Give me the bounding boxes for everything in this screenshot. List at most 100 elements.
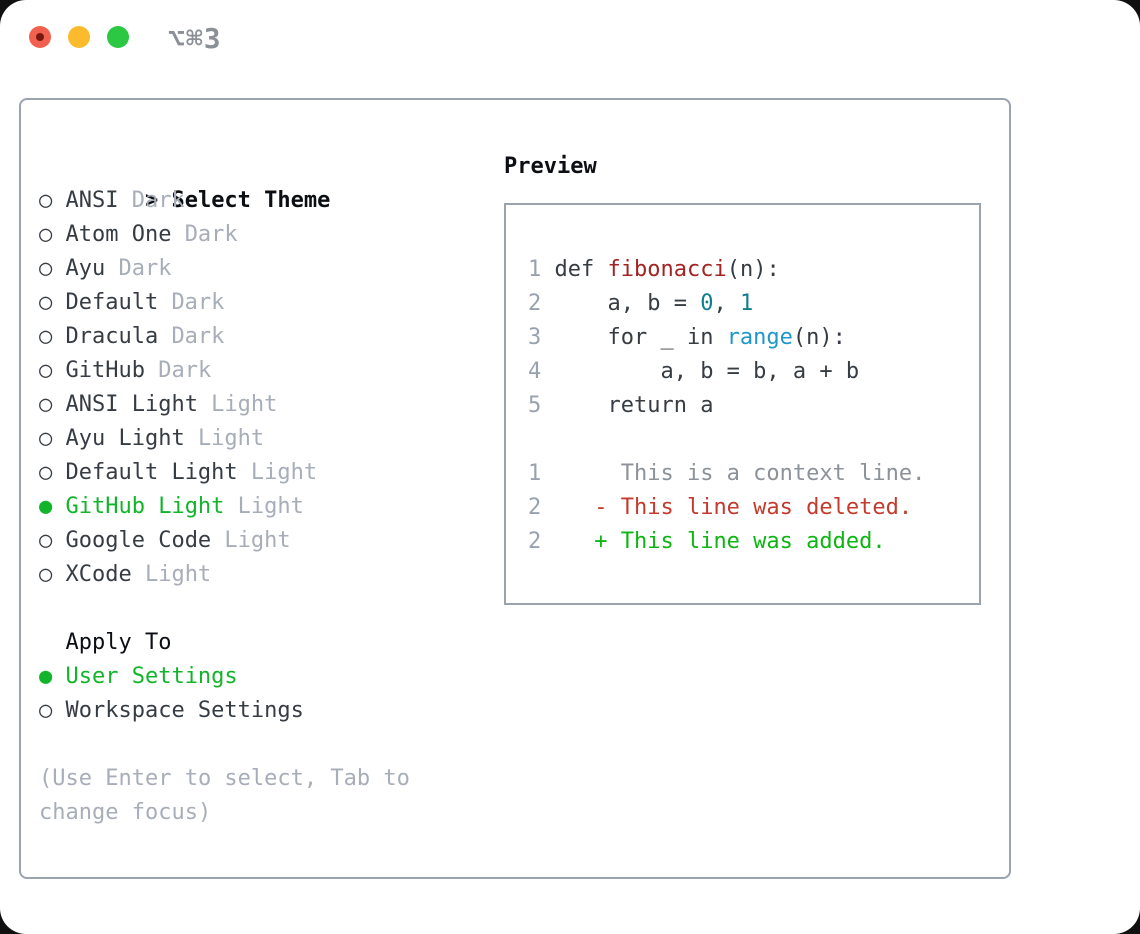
code-segment: 5 bbox=[528, 393, 542, 418]
theme-name: Dracula bbox=[65, 324, 159, 349]
theme-variant: Light bbox=[211, 392, 278, 417]
titlebar: ⌥⌘3 bbox=[0, 0, 1140, 98]
preview-diff-context-line: 1 This is a context line. bbox=[528, 457, 979, 491]
theme-name: GitHub bbox=[65, 358, 145, 383]
code-segment: 0 bbox=[700, 291, 714, 316]
theme-option-github[interactable]: ○ GitHub Dark bbox=[39, 354, 410, 388]
theme-option-ayu-light[interactable]: ○ Ayu Light Light bbox=[39, 422, 410, 456]
radio-icon: ○ bbox=[39, 426, 53, 451]
radio-icon: ○ bbox=[39, 290, 53, 315]
theme-variant: Dark bbox=[118, 256, 172, 281]
theme-option-google-code[interactable]: ○ Google Code Light bbox=[39, 524, 410, 558]
theme-option-ansi-light[interactable]: ○ ANSI Light Light bbox=[39, 388, 410, 422]
radio-icon: ● bbox=[39, 664, 53, 689]
theme-name: GitHub Light bbox=[65, 494, 225, 519]
code-segment: 2 bbox=[528, 495, 542, 520]
theme-name: Atom One bbox=[65, 222, 172, 247]
select-theme-header: > Select Theme bbox=[39, 150, 410, 213]
code-segment: a, b = bbox=[541, 291, 701, 316]
apply-option-workspace-settings[interactable]: ○Workspace Settings bbox=[39, 694, 410, 728]
theme-name: Ayu Light bbox=[65, 426, 185, 451]
radio-icon: ○ bbox=[39, 562, 53, 587]
radio-icon: ○ bbox=[39, 222, 53, 247]
pointer-icon: > bbox=[144, 188, 159, 213]
code-segment: (n): bbox=[792, 325, 846, 350]
code-segment: 3 bbox=[528, 325, 542, 350]
code-segment: - This line was deleted. bbox=[594, 495, 913, 520]
theme-name: XCode bbox=[65, 562, 132, 587]
theme-variant: Light bbox=[250, 460, 318, 485]
code-segment: This is a context line. bbox=[541, 461, 926, 486]
preview-diff-added-line: 2 + This line was added. bbox=[528, 525, 979, 559]
apply-option-label: User Settings bbox=[65, 664, 238, 689]
preview-pane: Preview 1 def fibonacci(n):2 a, b = 0, 1… bbox=[504, 150, 981, 605]
preview-code-line: 3 for _ in range(n): bbox=[528, 321, 979, 355]
theme-name: Google Code bbox=[65, 528, 212, 553]
radio-icon: ○ bbox=[39, 392, 53, 417]
code-segment: for _ in bbox=[541, 325, 727, 350]
keyboard-hint: (Use Enter to select, Tab to change focu… bbox=[39, 766, 410, 825]
radio-icon: ○ bbox=[39, 358, 53, 383]
theme-option-default-light[interactable]: ○ Default Light Light bbox=[39, 456, 410, 490]
preview-label: Preview bbox=[504, 154, 597, 179]
theme-variant: Light bbox=[197, 426, 265, 451]
radio-icon: ● bbox=[39, 494, 53, 519]
code-segment: fibonacci bbox=[607, 257, 727, 282]
code-segment: a, b = b, a + b bbox=[541, 359, 860, 384]
window-title-shortcut: ⌥⌘3 bbox=[168, 22, 222, 55]
preview-code-line: 5 return a bbox=[528, 389, 979, 423]
apply-to-label: Apply To bbox=[65, 630, 172, 655]
code-segment: 1 bbox=[528, 461, 542, 486]
code-segment bbox=[541, 529, 594, 554]
code-segment: range bbox=[726, 325, 793, 350]
theme-variant: Light bbox=[237, 494, 304, 519]
zoom-button[interactable] bbox=[107, 26, 129, 48]
code-segment: def bbox=[541, 257, 608, 282]
radio-icon: ○ bbox=[39, 256, 53, 281]
spacer bbox=[39, 592, 410, 626]
theme-name: ANSI Light bbox=[65, 392, 198, 417]
theme-name: Ayu bbox=[65, 256, 106, 281]
code-segment: 4 bbox=[528, 359, 542, 384]
theme-option-ayu[interactable]: ○ Ayu Dark bbox=[39, 252, 410, 286]
preview-code-line: 1 def fibonacci(n): bbox=[528, 253, 979, 287]
radio-icon: ○ bbox=[39, 460, 53, 485]
code-segment: 1 bbox=[739, 291, 754, 316]
spacer bbox=[39, 728, 410, 762]
theme-variant: Dark bbox=[131, 188, 185, 213]
minimize-button[interactable] bbox=[68, 26, 90, 48]
theme-variant: Dark bbox=[171, 324, 225, 349]
preview-blank-line bbox=[528, 423, 979, 457]
preview-diff-deleted-line: 2 - This line was deleted. bbox=[528, 491, 979, 525]
theme-option-xcode[interactable]: ○ XCode Light bbox=[39, 558, 410, 592]
code-segment: , bbox=[713, 291, 740, 316]
code-segment: (n): bbox=[726, 257, 780, 282]
preview-code-line: 2 a, b = 0, 1 bbox=[528, 287, 979, 321]
select-theme-label: Select Theme bbox=[171, 188, 331, 213]
theme-option-atom-one[interactable]: ○ Atom One Dark bbox=[39, 218, 410, 252]
code-segment: 2 bbox=[528, 529, 542, 554]
theme-variant: Light bbox=[224, 528, 291, 553]
theme-variant: Light bbox=[144, 562, 212, 587]
theme-variant: Dark bbox=[158, 358, 212, 383]
code-segment bbox=[541, 495, 594, 520]
preview-code-line: 4 a, b = b, a + b bbox=[528, 355, 979, 389]
radio-icon: ○ bbox=[39, 698, 53, 723]
apply-option-user-settings[interactable]: ● User Settings bbox=[39, 660, 410, 694]
radio-icon: ○ bbox=[39, 528, 53, 553]
code-segment: 1 bbox=[528, 257, 542, 282]
code-segment: + This line was added. bbox=[594, 529, 886, 554]
close-button[interactable] bbox=[29, 26, 51, 48]
theme-variant: Dark bbox=[184, 222, 238, 247]
theme-option-github-light[interactable]: ● GitHub Light Light bbox=[39, 490, 410, 524]
theme-name: Default Light bbox=[65, 460, 238, 485]
